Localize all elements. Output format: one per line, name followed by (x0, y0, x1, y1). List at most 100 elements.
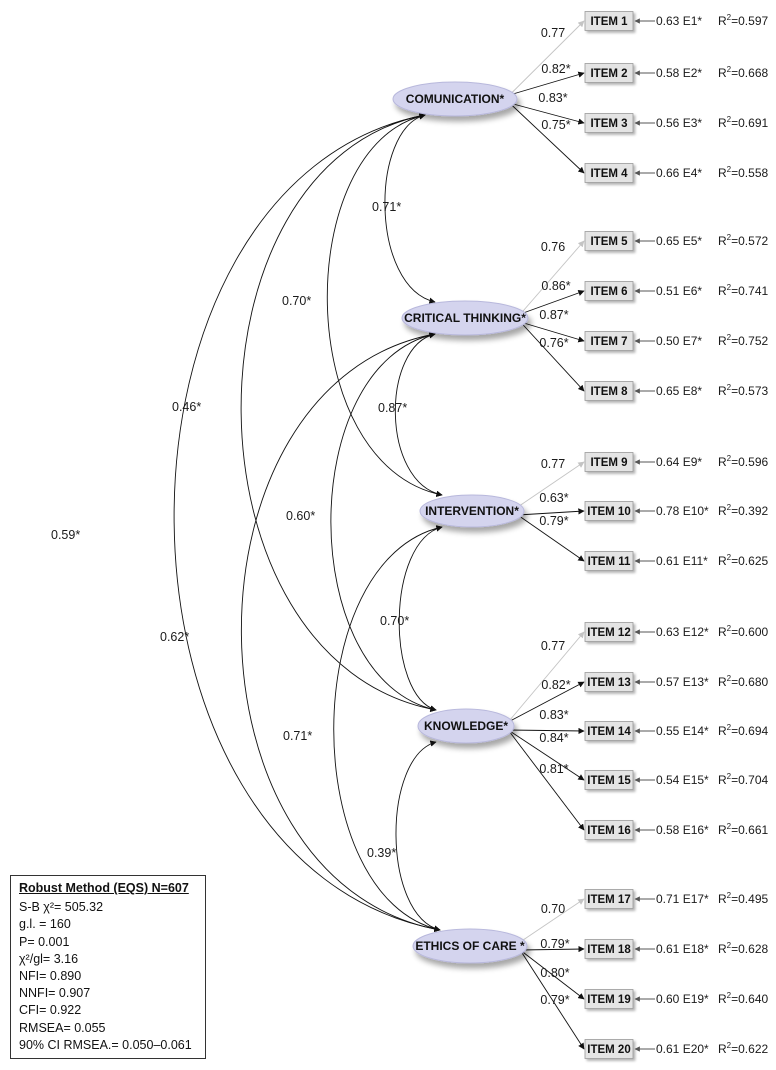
item-label: ITEM 8 (590, 386, 628, 398)
loading-label: 0.82* (541, 62, 570, 76)
loading-label: 0.86* (541, 279, 570, 293)
fit-statistics-box: Robust Method (EQS) N=607 S-B χ²= 505.32… (10, 875, 206, 1059)
latent-critical-thinking: CRITICAL THINKING* (401, 300, 529, 336)
latent-label: ETHICS OF CARE * (415, 939, 525, 953)
loading-label: 0.84* (539, 731, 568, 745)
error-label: 0.61 E20* (656, 1042, 709, 1056)
loading-layer: 0.770.82*0.83*0.75*0.760.86*0.87*0.76*0.… (507, 20, 585, 1050)
correlation-label: 0.62* (160, 630, 189, 644)
error-label: 0.58 E2* (656, 66, 702, 80)
correlation-arc (330, 332, 437, 712)
correlation-label: 0.70* (282, 294, 311, 308)
item-box (584, 163, 634, 183)
r-squared-label: R2=0.741 (718, 283, 768, 298)
loading-arrow (509, 71, 585, 96)
loading-arrow (519, 949, 585, 1000)
item-label: ITEM 4 (590, 168, 628, 180)
loading-label: 0.79* (540, 937, 569, 951)
r-squared-label: R2=0.572 (718, 233, 768, 248)
item-label: ITEM 9 (590, 457, 627, 469)
loading-label: 0.76* (539, 336, 568, 350)
loading-arrow (517, 514, 585, 562)
correlation-arc (384, 113, 436, 304)
fit-chi-square: S-B χ²= 505.32 (19, 900, 104, 915)
item-label: ITEM 16 (587, 825, 630, 837)
latent-label: KNOWLEDGE* (424, 719, 508, 733)
r-squared-label: R2=0.392 (718, 503, 768, 518)
item-box (584, 1039, 634, 1059)
item-box (584, 281, 634, 301)
item-box (584, 939, 634, 959)
error-label: 0.65 E8* (656, 384, 702, 398)
r-squared-label: R2=0.628 (718, 941, 768, 956)
r-squared-label: R2=0.752 (718, 333, 768, 348)
loading-arrow (508, 681, 585, 723)
item-label: ITEM 12 (587, 627, 630, 639)
fit-cfi: CFI= 0.922 (19, 1003, 82, 1018)
loading-label: 0.77 (541, 639, 565, 653)
latent-label: INTERVENTION* (425, 504, 519, 518)
r-squared-label: R2=0.558 (718, 165, 768, 180)
error-label: 0.71 E17* (656, 892, 709, 906)
correlation-label: 0.60* (286, 509, 315, 523)
error-label: 0.50 E7* (656, 334, 702, 348)
latent-ellipse (417, 708, 515, 744)
correlation-label: 0.71* (372, 200, 401, 214)
error-label: 0.66 E4* (656, 166, 702, 180)
latent-ellipse (392, 81, 518, 117)
correlation-label: 0.87* (378, 401, 407, 415)
error-label: 0.54 E15* (656, 773, 709, 787)
item-box (584, 622, 634, 642)
r-squared-label: R2=0.596 (718, 454, 768, 469)
fit-degrees-of-freedom: g.l. = 160 (19, 917, 71, 932)
loading-arrow (519, 949, 585, 1050)
item-box (584, 672, 634, 692)
r-squared-label: R2=0.668 (718, 65, 768, 80)
error-label: 0.63 E12* (656, 625, 709, 639)
latent-knowledge: KNOWLEDGE* (417, 708, 515, 744)
fit-chi2-ratio: χ²/gl= 3.16 (19, 951, 79, 966)
fit-title: Robust Method (EQS) N=607 (19, 881, 189, 895)
loading-arrow (507, 631, 585, 723)
error-label: 0.61 E11* (656, 554, 708, 568)
r-squared-label: R2=0.680 (718, 674, 768, 689)
latent-ellipse (401, 300, 529, 336)
item-box (584, 501, 634, 521)
fit-rmsea: RMSEA= 0.055 (19, 1020, 106, 1035)
correlation-arc (394, 332, 443, 497)
r-squared-label: R2=0.625 (718, 553, 768, 568)
item-label: ITEM 18 (587, 944, 631, 956)
item-box (584, 551, 634, 571)
loading-label: 0.70 (541, 902, 565, 916)
item-label: ITEM 10 (587, 506, 630, 518)
loading-label: 0.77 (541, 457, 565, 471)
latent-ellipse (412, 928, 528, 964)
latent-label: COMUNICATION* (406, 92, 505, 106)
item-label: ITEM 6 (590, 286, 627, 298)
item-label: ITEM 15 (587, 775, 631, 787)
correlation-arc (173, 112, 441, 933)
loading-label: 0.83* (539, 708, 568, 722)
latent-comunication: COMUNICATION* (392, 81, 518, 117)
item-label: ITEM 3 (590, 118, 627, 130)
correlation-layer: 0.71*0.70*0.46*0.59*0.87*0.60*0.62*0.70*… (51, 112, 443, 933)
correlation-arc (241, 331, 441, 933)
loading-arrow (520, 289, 585, 315)
r-squared-label: R2=0.622 (718, 1041, 768, 1056)
item-label: ITEM 7 (590, 336, 627, 348)
loading-arrow (509, 20, 585, 96)
item-label: ITEM 14 (587, 726, 631, 738)
loading-arrow (508, 727, 585, 735)
error-label: 0.58 E16* (656, 823, 709, 837)
error-label: 0.65 E5* (656, 234, 702, 248)
loading-arrow (507, 729, 585, 831)
